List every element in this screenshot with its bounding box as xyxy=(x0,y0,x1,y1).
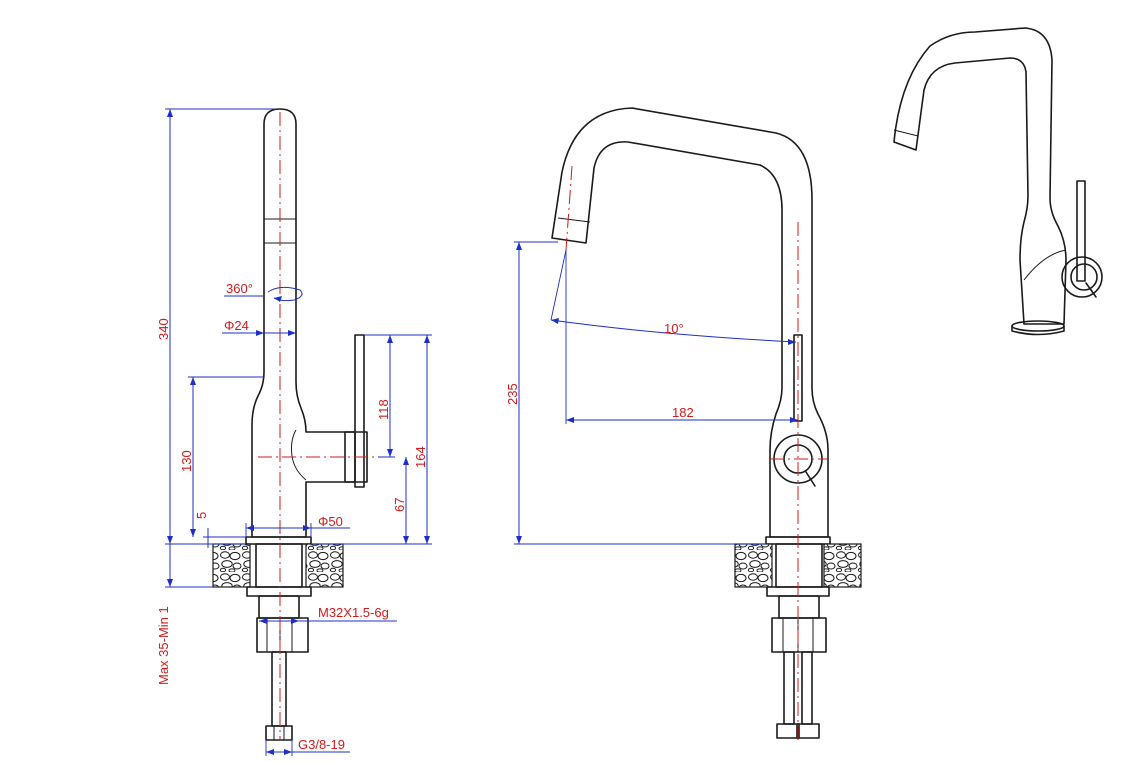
side-view: 340 130 5 Max 35-Min 1 Φ24 360° Φ50 xyxy=(156,108,432,756)
label-reach: 182 xyxy=(672,405,694,420)
iso-ring-inner xyxy=(1070,263,1098,291)
dim-arc-swing-angle xyxy=(550,319,797,343)
side-washer xyxy=(246,586,312,597)
side-base-flange xyxy=(245,536,312,545)
side-hose-fitting xyxy=(265,725,293,741)
body-neck-line xyxy=(291,429,307,481)
front-spout-ring xyxy=(557,217,591,223)
side-body-outline xyxy=(251,108,356,538)
label-lever-axis-height: 67 xyxy=(392,498,407,512)
side-shank-lower xyxy=(258,595,300,619)
side-shank xyxy=(255,543,303,588)
label-hose-thread: G3/8-19 xyxy=(298,737,345,752)
rotation-arrow xyxy=(267,286,303,302)
side-hose xyxy=(271,651,287,727)
label-body-height: 130 xyxy=(179,450,194,472)
label-handle-axis-height: 164 xyxy=(413,446,428,468)
front-nut xyxy=(771,617,827,653)
label-height-total: 340 xyxy=(156,318,171,340)
iso-ring-outer xyxy=(1061,256,1103,298)
label-flange-thickness: 5 xyxy=(194,512,209,519)
label-lever-height: 118 xyxy=(376,399,391,420)
iso-body-bulge xyxy=(1023,249,1067,281)
iso-spout-outline xyxy=(893,27,1067,325)
front-spout-outline xyxy=(551,107,829,538)
iso-base-bottom xyxy=(1011,325,1065,336)
label-spout-diameter: Φ24 xyxy=(224,318,249,333)
front-hose-right xyxy=(801,651,813,725)
front-countertop-left xyxy=(734,543,773,588)
label-deck-thickness: Max 35-Min 1 xyxy=(156,606,171,685)
label-swing-angle: 10° xyxy=(664,321,684,336)
label-base-diameter: Φ50 xyxy=(318,514,343,529)
label-outlet-height: 235 xyxy=(505,383,520,405)
isometric-view xyxy=(893,27,1103,336)
front-view: 235 10° 182 xyxy=(505,107,862,740)
iso-base-top xyxy=(1011,320,1065,332)
front-outlet-centerline xyxy=(565,165,573,251)
front-hose-left xyxy=(783,651,795,725)
side-countertop-left xyxy=(212,543,251,588)
label-thread: M32X1.5-6g xyxy=(318,605,389,620)
iso-lever xyxy=(1076,180,1086,282)
side-countertop-right xyxy=(305,543,344,588)
front-countertop-right xyxy=(823,543,862,588)
side-lever-handle xyxy=(354,334,365,488)
label-rotation: 360° xyxy=(226,281,253,296)
